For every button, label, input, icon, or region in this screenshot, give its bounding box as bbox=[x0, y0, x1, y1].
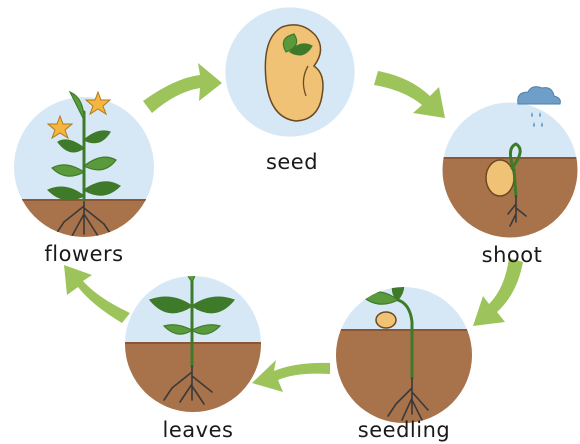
arrow-leaves-to-flowers bbox=[64, 265, 130, 323]
seed-icon bbox=[265, 25, 323, 121]
leaves-stage-circle bbox=[120, 262, 270, 423]
seedling-stage-circle bbox=[330, 278, 480, 425]
arrow-seed-to-shoot bbox=[374, 71, 445, 118]
arrow-seedling-to-leaves bbox=[252, 360, 330, 392]
arrow-flowers-to-seed bbox=[143, 63, 222, 113]
shoot-stage-circle bbox=[440, 87, 580, 240]
flowers-label: flowers bbox=[44, 242, 123, 266]
arrow-shoot-to-seedling bbox=[473, 258, 523, 326]
leaves-label: leaves bbox=[163, 418, 234, 442]
shoot-label: shoot bbox=[482, 243, 543, 267]
seedling-label: seedling bbox=[358, 418, 450, 442]
seed-label: seed bbox=[266, 150, 318, 174]
seed-stage-circle bbox=[225, 7, 355, 137]
flowers-stage-circle bbox=[10, 92, 160, 245]
